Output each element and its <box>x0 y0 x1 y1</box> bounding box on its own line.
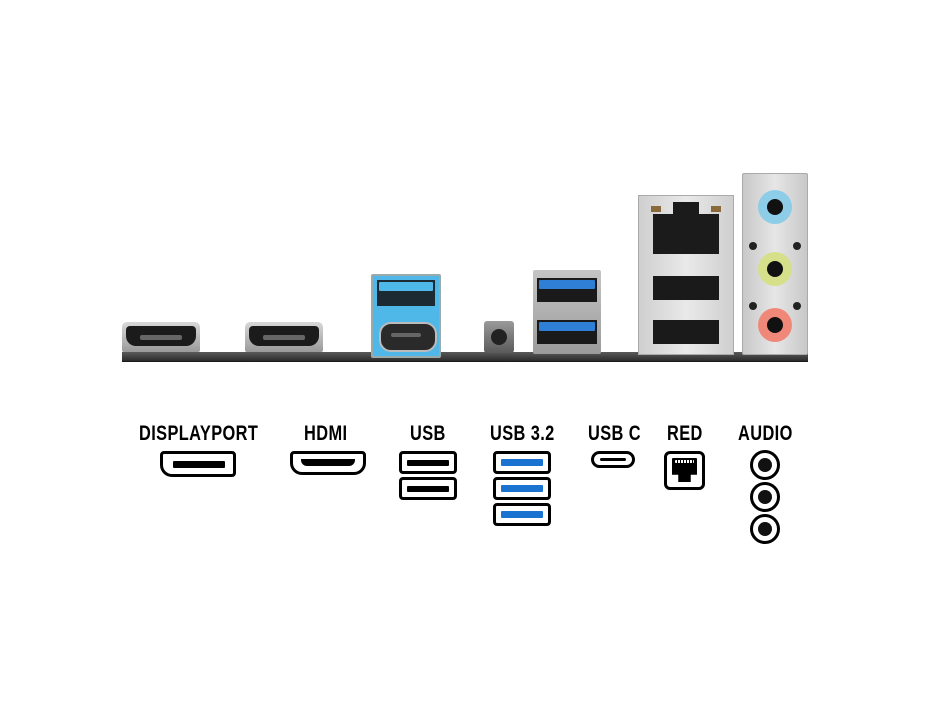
hdmi-port-photo-2 <box>245 322 323 352</box>
ethernet-icon <box>664 451 705 490</box>
usb-a-usb-c-stack-photo <box>371 274 441 358</box>
label-red: RED <box>667 422 703 445</box>
hdmi-port-photo-1 <box>122 322 200 352</box>
label-usb-3.2: USB 3.2 <box>490 422 555 445</box>
usb-a-icon-1 <box>399 451 457 474</box>
label-usb: USB <box>410 422 446 445</box>
lan-usb-stack-photo <box>638 195 734 355</box>
usb-3.2-icon-2 <box>493 477 551 500</box>
usb-a-icon-2 <box>399 477 457 500</box>
audio-jack-icon-1 <box>750 450 780 480</box>
audio-panel-photo <box>742 173 808 355</box>
hdmi-icon <box>290 451 366 475</box>
io-baseplate <box>122 352 808 362</box>
label-displayport: DISPLAYPORT <box>139 422 259 445</box>
reset-button-photo <box>484 321 514 353</box>
usb-c-icon <box>591 451 635 468</box>
audio-jack-icon-2 <box>750 482 780 512</box>
usb-3.2-icon-1 <box>493 451 551 474</box>
label-hdmi: HDMI <box>304 422 348 445</box>
usb-3.2-stack-photo <box>533 270 601 354</box>
audio-jack-green <box>758 252 792 286</box>
usb-3.2-icon-3 <box>493 503 551 526</box>
displayport-icon <box>160 451 236 477</box>
label-audio: AUDIO <box>738 422 793 445</box>
audio-jack-blue <box>758 190 792 224</box>
audio-jack-icon-3 <box>750 514 780 544</box>
io-panel <box>122 173 808 362</box>
label-usb-c: USB C <box>588 422 641 445</box>
audio-jack-pink <box>758 308 792 342</box>
